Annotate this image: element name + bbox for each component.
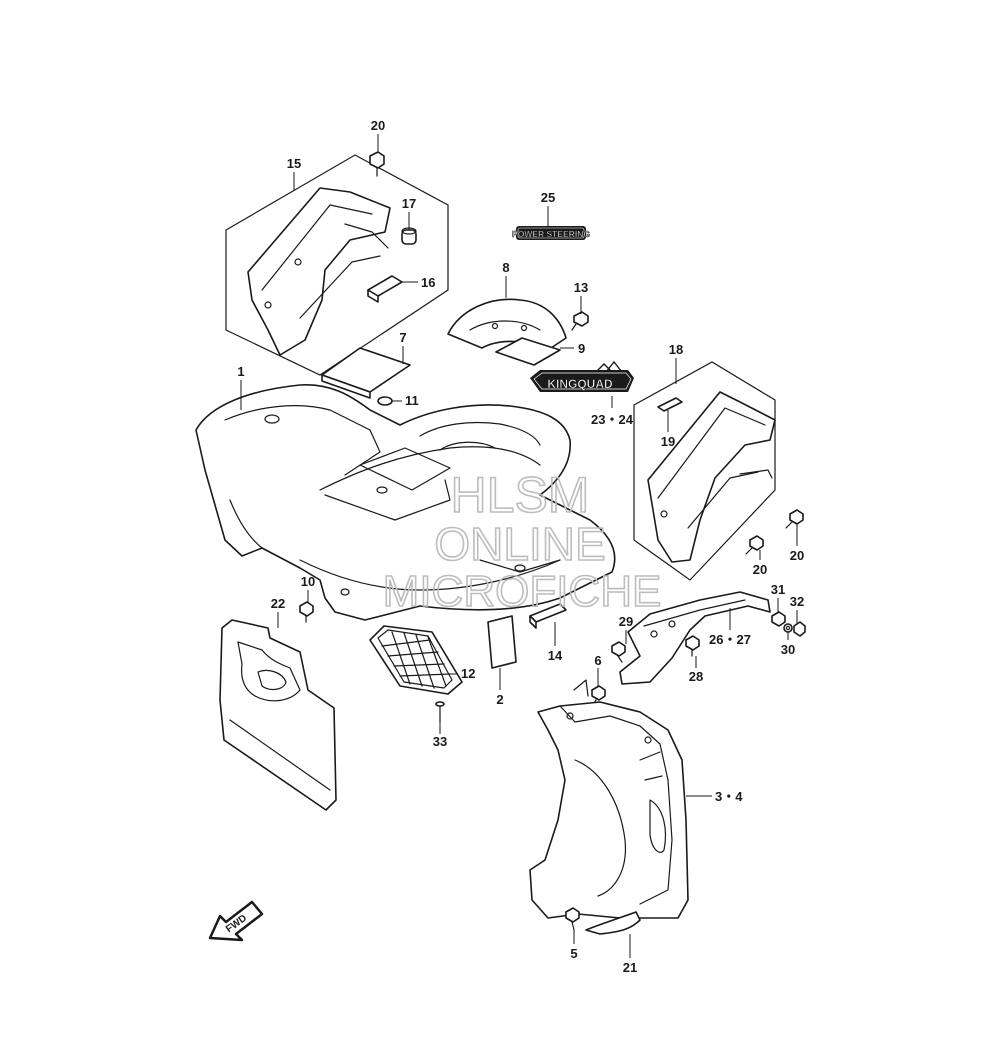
label-10: 10 <box>301 574 315 589</box>
leader-lines <box>240 134 798 958</box>
part-9-pad <box>495 337 561 366</box>
kingquad-decal-text: KINGQUAD <box>547 377 613 391</box>
label-14: 14 <box>548 648 563 663</box>
assembly-box-15 <box>225 154 449 376</box>
label-15: 15 <box>287 156 301 171</box>
label-13: 13 <box>574 280 588 295</box>
label-30: 30 <box>781 642 795 657</box>
label-25: 25 <box>541 190 555 205</box>
part-17-grommet <box>401 227 417 245</box>
label-2: 2 <box>496 692 503 707</box>
fwd-direction-arrow: FWD <box>208 900 264 942</box>
watermark-line-3: MICROFICHE <box>383 567 662 616</box>
label-3-4: 3・4 <box>715 789 743 804</box>
part-25-power-steering-decal: POWER STEERING <box>512 226 591 240</box>
part-21-seal <box>585 911 641 935</box>
part-18-inner-panel <box>647 391 776 563</box>
label-33: 33 <box>433 734 447 749</box>
part-5-bolt <box>565 907 580 931</box>
part-7-pad <box>321 347 411 399</box>
part-30-washer <box>783 623 793 633</box>
label-18: 18 <box>669 342 683 357</box>
part-2-pad <box>487 615 517 669</box>
watermark-line-2: ONLINE <box>434 518 605 570</box>
part-29-bolt <box>611 641 626 663</box>
label-7: 7 <box>399 330 406 345</box>
label-26-27: 26・27 <box>709 632 751 647</box>
part-22-splash-panel <box>219 619 337 811</box>
part-12-mesh-grille <box>369 625 463 695</box>
part-20-bolt-lower <box>745 535 764 555</box>
part-16-pad <box>367 275 403 303</box>
part-14-pad <box>529 603 567 629</box>
label-28: 28 <box>689 669 703 684</box>
label-17: 17 <box>402 196 416 211</box>
label-16: 16 <box>421 275 435 290</box>
label-21: 21 <box>623 960 637 975</box>
label-1: 1 <box>237 364 244 379</box>
part-11-grommet <box>377 396 393 406</box>
label-19: 19 <box>661 434 675 449</box>
label-12: 12 <box>461 666 475 681</box>
label-31: 31 <box>771 582 785 597</box>
part-13-bolt <box>571 311 589 331</box>
label-11: 11 <box>405 393 419 408</box>
part-32-nut <box>793 621 806 637</box>
part-1-front-fender <box>195 384 616 621</box>
part-3-4-inner-fender <box>529 679 689 919</box>
label-5: 5 <box>570 946 577 961</box>
label-32: 32 <box>790 594 804 609</box>
label-22: 22 <box>271 596 285 611</box>
part-19-pad <box>657 397 683 412</box>
label-20-lower: 20 <box>753 562 767 577</box>
part-28-bolt <box>685 635 700 657</box>
label-20-right: 20 <box>790 548 804 563</box>
part-33-screw <box>435 701 445 723</box>
watermark: HLSM ONLINE MICROFICHE <box>382 466 662 617</box>
part-15-inner-panel <box>247 187 391 356</box>
power-steering-decal-text: POWER STEERING <box>512 229 590 239</box>
label-23-24: 23・24 <box>591 412 634 427</box>
label-8: 8 <box>502 260 509 275</box>
label-29: 29 <box>619 614 633 629</box>
part-23-24-kingquad-decal: KINGQUAD <box>530 360 634 392</box>
part-20-bolt-top <box>369 151 385 177</box>
label-6: 6 <box>594 653 601 668</box>
part-10-bolt <box>299 601 314 623</box>
assembly-box-18 <box>633 361 776 581</box>
label-20-top: 20 <box>371 118 385 133</box>
part-26-27-bracket <box>619 591 771 685</box>
watermark-line-1: HLSM <box>451 467 590 523</box>
callout-labels: 20 15 17 16 25 8 13 9 7 11 1 23・24 18 19… <box>237 118 804 975</box>
part-31-bolt <box>771 611 786 627</box>
label-9: 9 <box>578 341 585 356</box>
part-8-cover <box>447 298 567 351</box>
part-20-bolt-right <box>785 509 804 529</box>
